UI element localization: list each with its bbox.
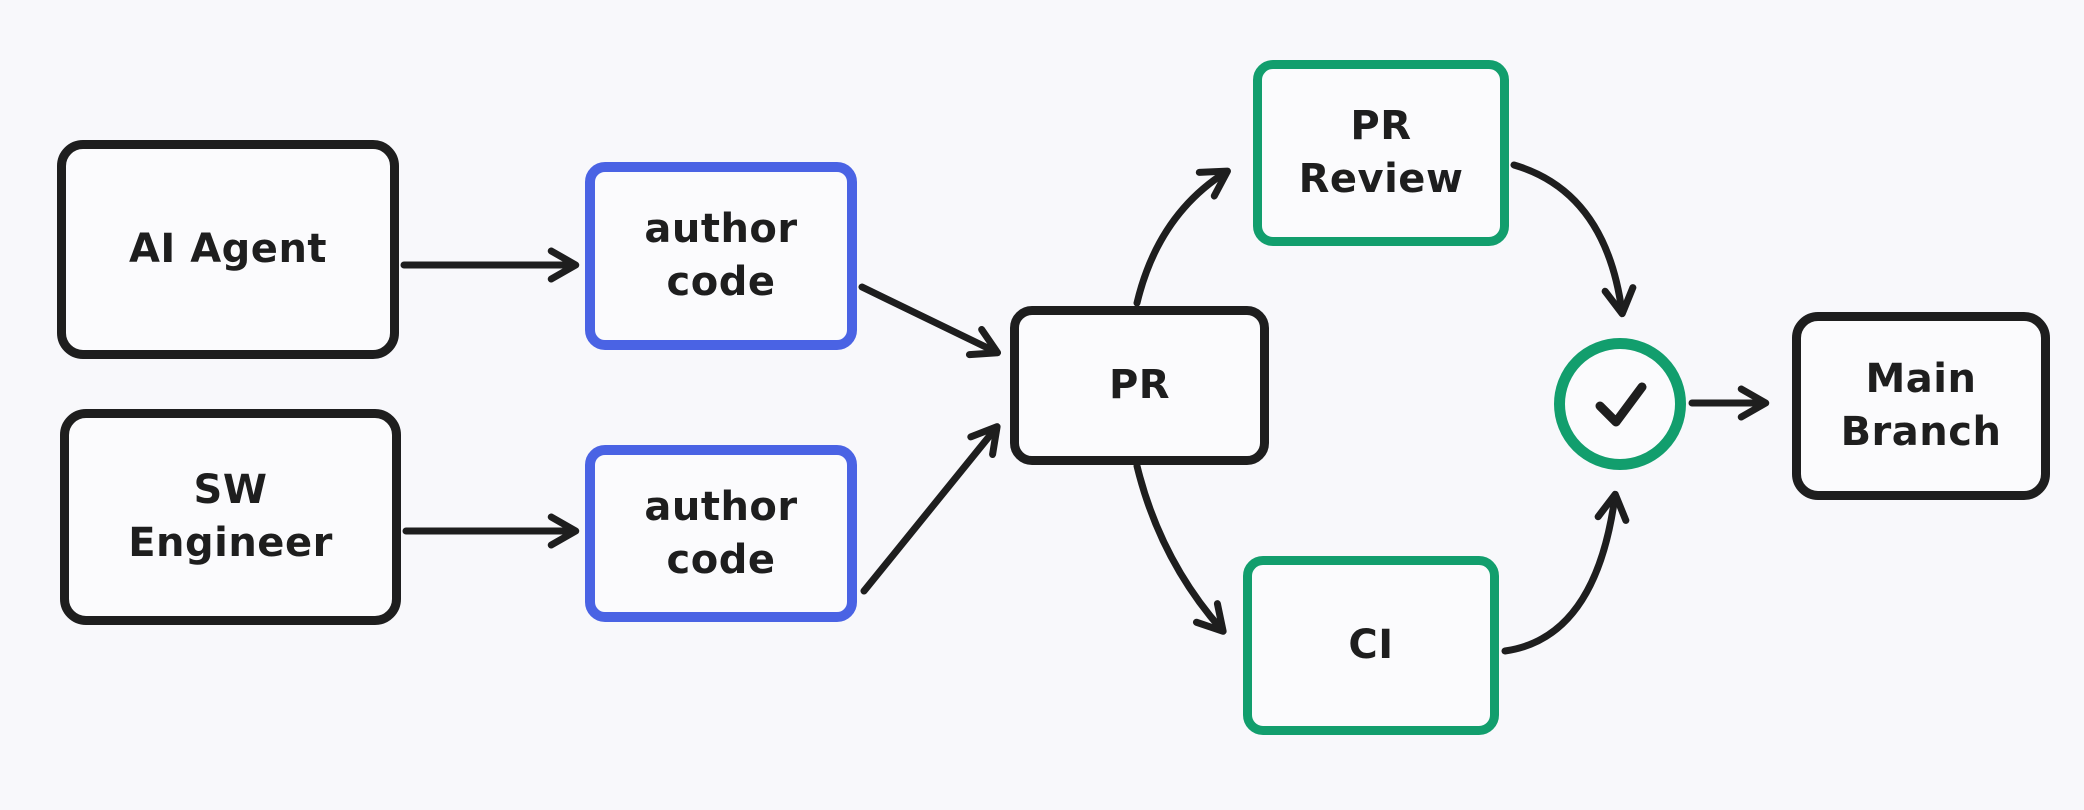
node-author-code-bottom-label: author code: [644, 483, 798, 583]
node-ai-agent-label: AI Agent: [128, 226, 328, 273]
node-pr: PR: [1010, 306, 1269, 465]
node-ci-label: CI: [1348, 622, 1394, 669]
node-ci: CI: [1243, 556, 1499, 735]
node-pr-label: PR: [1108, 362, 1171, 409]
node-author-code-top: author code: [585, 162, 857, 350]
node-author-code-top-label: author code: [644, 206, 798, 305]
node-ai-agent: AI Agent: [57, 140, 399, 359]
edge-pr-to-pr-review: [1133, 167, 1231, 307]
node-check-circle: [1554, 338, 1686, 470]
node-pr-review: PR Review: [1253, 60, 1509, 246]
node-main-branch-label: Main Branch: [1840, 356, 2002, 455]
node-sw-engineer: SW Engineer: [60, 409, 401, 625]
edge-author-code-bottom-to-pr: [860, 423, 1001, 595]
edge-ci-to-check: [1501, 490, 1630, 655]
edge-pr-review-to-check: [1510, 161, 1637, 318]
node-pr-review-label: PR Review: [1298, 103, 1464, 202]
node-author-code-bottom: author code: [585, 445, 857, 622]
checkmark-icon: [1595, 382, 1647, 427]
node-sw-engineer-label: SW Engineer: [128, 467, 333, 566]
node-main-branch: Main Branch: [1792, 312, 2050, 500]
edge-pr-to-ci: [1133, 462, 1227, 635]
edge-author-code-top-to-pr: [858, 283, 1002, 359]
